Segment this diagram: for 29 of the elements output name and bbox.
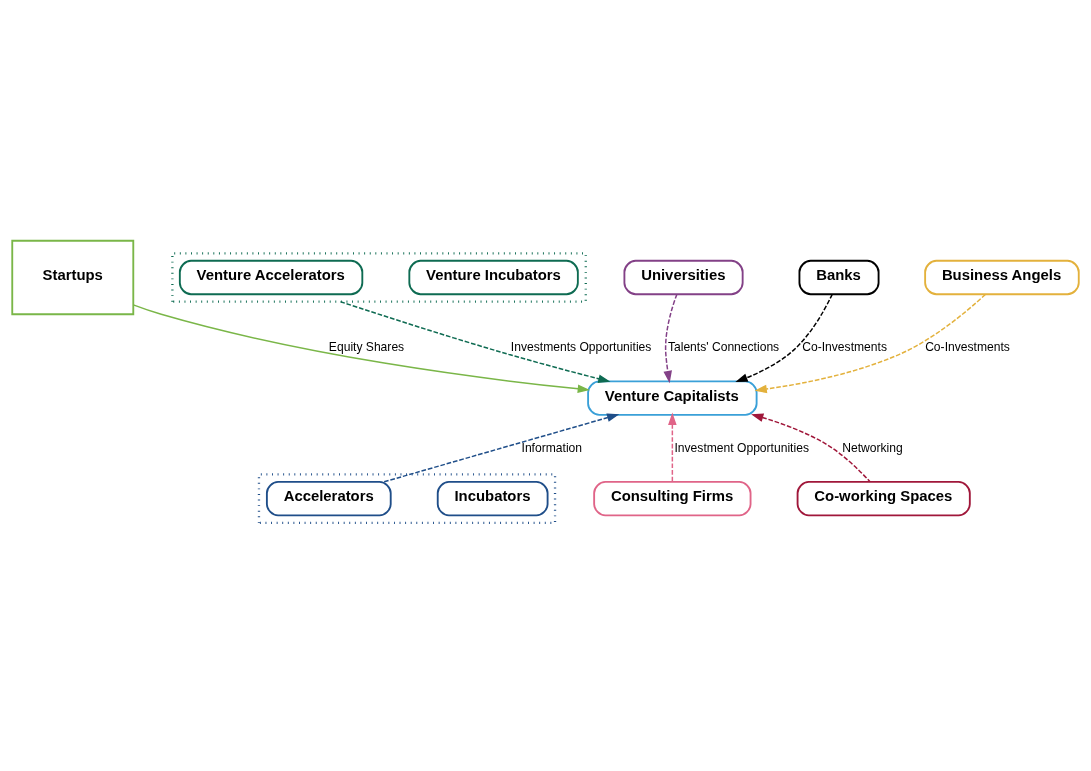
node-box: Incubators	[436, 480, 549, 517]
arrow	[339, 300, 611, 383]
node-box: Venture Capitalists	[587, 380, 758, 416]
edge-label: Information	[521, 440, 583, 455]
node-box: Banks	[798, 259, 880, 296]
edge-label: Investments Opportunities	[510, 339, 652, 354]
edge-label: Co-Investments	[802, 339, 887, 354]
arrow	[383, 413, 620, 483]
edge-label: Talents' Connections	[667, 339, 780, 354]
edge-label: Networking	[842, 440, 903, 455]
arrow	[663, 293, 678, 384]
node-box: Universities	[623, 259, 744, 296]
node-box: Venture Accelerators	[178, 259, 364, 296]
node-box: Co-working Spaces	[796, 480, 971, 517]
node-box: Venture Incubators	[408, 259, 579, 296]
node-box: Business Angels	[924, 259, 1080, 296]
edge-label: Co-Investments	[925, 339, 1010, 354]
node-box: Consulting Firms	[593, 480, 752, 517]
node-box: Accelerators	[265, 480, 392, 517]
arrow	[754, 293, 987, 394]
arrow	[668, 412, 677, 483]
cluster	[171, 252, 587, 303]
edge-label: Equity Shares	[328, 339, 405, 354]
arrow	[132, 304, 590, 394]
edge-label: Investment Opportunities	[674, 440, 809, 455]
cluster	[257, 473, 557, 524]
node-box: Startups	[11, 239, 135, 316]
arrow	[751, 413, 871, 483]
arrow	[735, 293, 833, 383]
